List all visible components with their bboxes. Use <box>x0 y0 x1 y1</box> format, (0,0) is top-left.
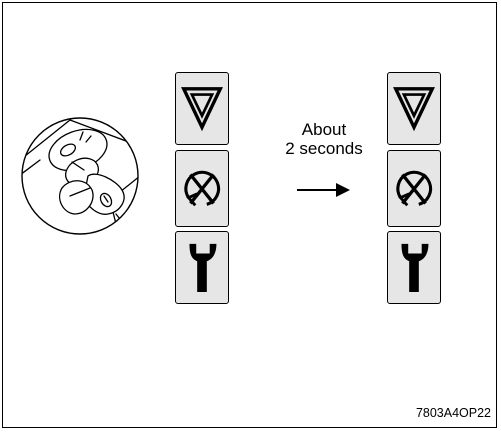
maintenance-switch-after <box>387 231 441 304</box>
caption-line-1: About <box>301 120 347 139</box>
figure-code: 7803A4OP22 <box>415 406 491 420</box>
wrench-icon <box>401 243 429 293</box>
hazard-triangle-icon <box>181 87 223 132</box>
rotation-lock-switch <box>175 150 229 227</box>
rotation-cycle-icon <box>396 170 433 207</box>
rotation-cycle-icon <box>184 170 221 207</box>
caption-line-2: 2 seconds <box>285 139 363 158</box>
duration-caption: About 2 seconds <box>268 120 380 158</box>
hazard-light-switch-after <box>387 72 441 145</box>
wrench-icon <box>189 243 217 293</box>
maintenance-switch <box>175 231 229 304</box>
rotation-lock-switch-after <box>387 150 441 227</box>
hazard-light-switch <box>175 72 229 145</box>
figure-frame <box>2 2 497 428</box>
hazard-triangle-icon <box>393 87 435 132</box>
